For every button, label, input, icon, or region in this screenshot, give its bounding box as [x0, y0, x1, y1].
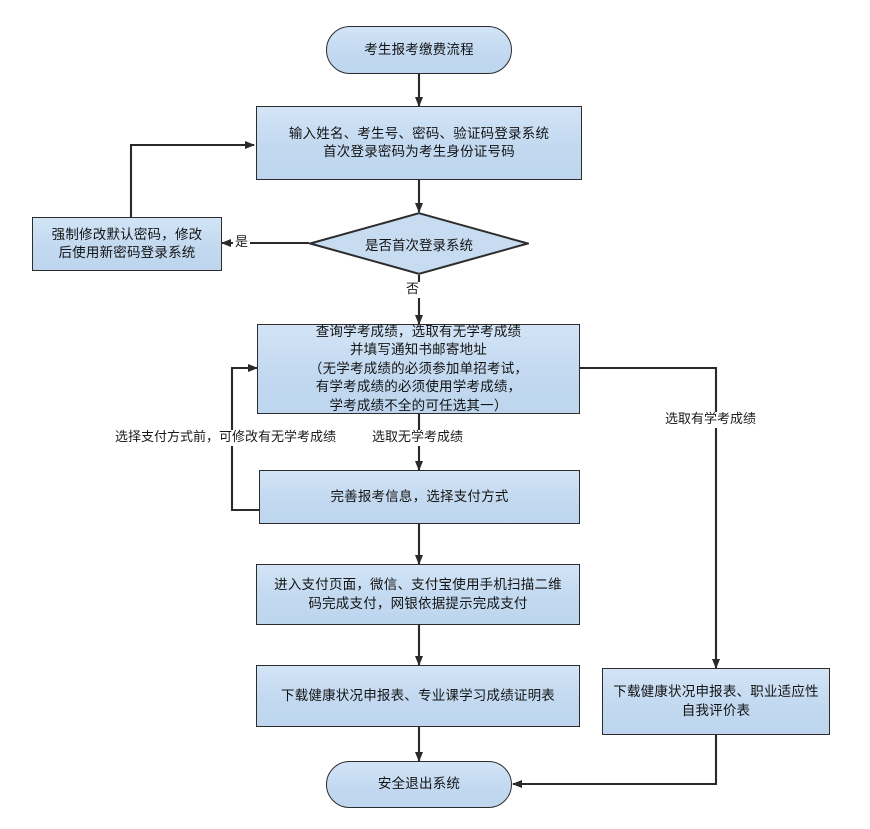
node-force-change-password-label: 强制修改默认密码，修改 后使用新密码登录系统 — [51, 226, 203, 262]
node-first-login-decision-label: 是否首次登录系统 — [365, 237, 473, 254]
node-exit-label: 安全退出系统 — [377, 776, 461, 793]
node-complete-info: 完善报考信息，选择支付方式 — [259, 470, 580, 524]
node-download-left: 下载健康状况申报表、专业课学习成绩证明表 — [256, 665, 580, 727]
node-query-scores-label: 查询学考成绩，选取有无学考成绩 并填写通知书邮寄地址 （无学考成绩的必须参加单招… — [308, 323, 529, 414]
node-query-scores: 查询学考成绩，选取有无学考成绩 并填写通知书邮寄地址 （无学考成绩的必须参加单招… — [257, 324, 580, 414]
edge-label-no: 否 — [404, 282, 422, 298]
node-first-login-decision: 是否首次登录系统 — [309, 212, 529, 275]
node-exit: 安全退出系统 — [326, 761, 512, 808]
node-download-right-label: 下载健康状况申报表、职业适应性 自我评价表 — [613, 684, 819, 719]
edge-label-has-scores: 选取有学考成绩 — [663, 412, 759, 428]
node-login-label: 输入姓名、考生号、密码、验证码登录系统 首次登录密码为考生身份证号码 — [288, 125, 550, 161]
edge-force-change-to-login — [129, 141, 255, 217]
node-download-left-label: 下载健康状况申报表、专业课学习成绩证明表 — [281, 687, 555, 704]
node-login: 输入姓名、考生号、密码、验证码登录系统 首次登录密码为考生身份证号码 — [256, 106, 582, 180]
edge-query-to-download-right — [580, 366, 720, 669]
edge-label-yes: 是 — [233, 235, 251, 251]
edge-download-right-to-exit — [512, 735, 718, 788]
edge-label-modify-before-pay: 选择支付方式前，可修改有无学考成绩 — [113, 430, 339, 446]
node-start: 考生报考缴费流程 — [326, 26, 512, 74]
decision-shape — [309, 212, 529, 275]
node-payment-page: 进入支付页面，微信、支付宝使用手机扫描二维 码完成支付，网银依据提示完成支付 — [256, 564, 580, 625]
edge-label-no-scores: 选取无学考成绩 — [370, 430, 466, 446]
node-force-change-password: 强制修改默认密码，修改 后使用新密码登录系统 — [32, 217, 222, 271]
node-download-right: 下载健康状况申报表、职业适应性 自我评价表 — [602, 668, 830, 735]
node-payment-page-label: 进入支付页面，微信、支付宝使用手机扫描二维 码完成支付，网银依据提示完成支付 — [274, 577, 562, 612]
node-complete-info-label: 完善报考信息，选择支付方式 — [330, 488, 509, 505]
node-start-label: 考生报考缴费流程 — [364, 41, 474, 58]
